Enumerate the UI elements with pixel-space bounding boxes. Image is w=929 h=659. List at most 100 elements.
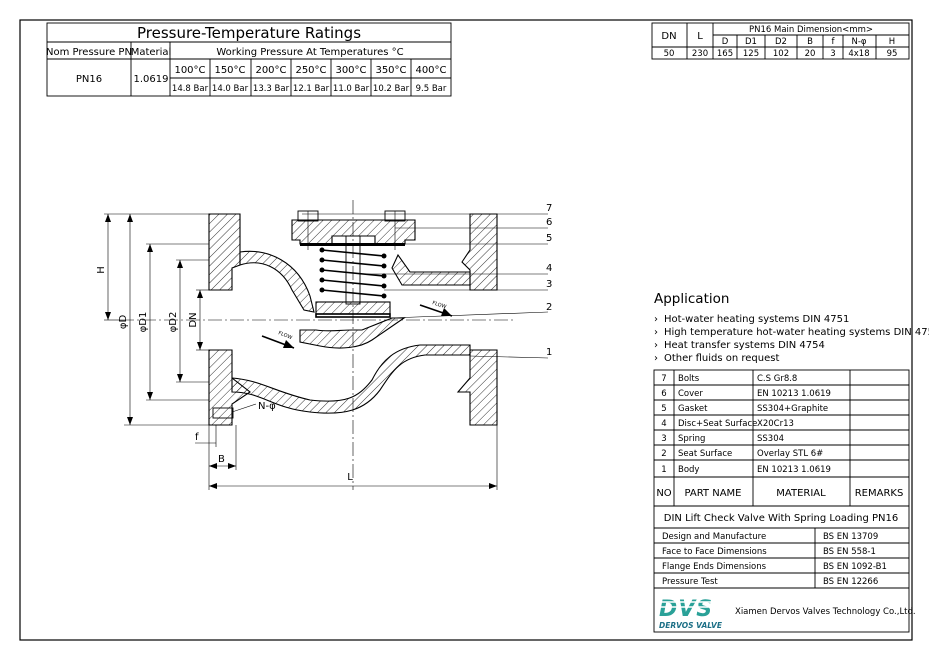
pt-pn-value: PN16 xyxy=(76,74,102,85)
pt-temp-cell: 400°C xyxy=(415,65,446,76)
application-title: Application xyxy=(654,291,729,307)
part-material: SS304+Graphite xyxy=(757,404,828,414)
pt-pressure-cell: 14.0 Bar xyxy=(212,84,249,94)
dim-label-phi-d: φD xyxy=(118,315,129,330)
dim-label-phi-d1: φD1 xyxy=(138,312,149,333)
dim-label-n-phi: N-φ xyxy=(258,401,276,412)
dervos-logo: DVS DERVOS VALVE xyxy=(659,597,723,630)
parts-header-remarks: REMARKS xyxy=(855,488,904,499)
part-no: 5 xyxy=(661,404,666,414)
dimension-table: DN L PN16 Main Dimension<mm> D D1 D2 B f… xyxy=(651,22,910,60)
dim-sub-header: D2 xyxy=(775,37,787,47)
dim-value-cell: 3 xyxy=(830,49,835,59)
pt-pressure-cell: 11.0 Bar xyxy=(333,84,370,94)
dim-sub-header: f xyxy=(832,37,836,47)
dimension-arrowheads xyxy=(105,214,497,489)
dim-value-cell: 125 xyxy=(743,49,759,59)
seat-wall xyxy=(299,317,406,349)
dim-label-f: f xyxy=(195,432,199,443)
dim-value-cell: 50 xyxy=(664,49,675,59)
pt-material-value: 1.0619 xyxy=(134,74,169,85)
disc xyxy=(315,301,391,315)
dim-value-cell: 95 xyxy=(887,49,898,59)
dim-label-h: H xyxy=(96,266,107,274)
dim-sub-header: D xyxy=(722,37,729,47)
application-item: › xyxy=(654,314,658,325)
parts-header-no: NO xyxy=(656,488,671,499)
application-section: Application › Hot-water heating systems … xyxy=(654,291,929,364)
part-name: Cover xyxy=(678,389,703,399)
part-no: 3 xyxy=(661,434,666,444)
pt-temp-cell: 300°C xyxy=(335,65,366,76)
part-material: EN 10213 1.0619 xyxy=(757,465,831,475)
callout-5: 5 xyxy=(546,233,552,244)
spring xyxy=(321,249,385,297)
part-no: 7 xyxy=(661,374,666,384)
application-item-text: Other fluids on request xyxy=(664,353,779,364)
callout-2: 2 xyxy=(546,302,552,313)
sheet-border xyxy=(19,19,913,641)
part-name: Bolts xyxy=(678,374,700,384)
dim-value-cell: 165 xyxy=(717,49,733,59)
part-material: X20Cr13 xyxy=(757,419,794,429)
part-name: Seat Surface xyxy=(678,449,732,459)
part-material: SS304 xyxy=(757,434,784,444)
parts-list-table: 7 Bolts C.S Gr8.8 6 Cover EN 10213 1.061… xyxy=(653,369,910,507)
pt-pressure-cell: 12.1 Bar xyxy=(293,84,330,94)
application-item-text: High temperature hot-water heating syste… xyxy=(664,327,929,338)
flow-arrow-upper: FLOW xyxy=(419,300,453,317)
pressure-temperature-table: Pressure-Temperature Ratings Nom Pressur… xyxy=(46,22,452,97)
svg-text:FLOW: FLOW xyxy=(277,330,293,341)
dim-value-cell: 230 xyxy=(692,49,708,59)
callout-1: 1 xyxy=(546,347,552,358)
pt-pressure-cell: 9.5 Bar xyxy=(416,84,447,94)
application-item: › xyxy=(654,327,658,338)
part-name: Disc+Seat Surface xyxy=(678,419,757,429)
pt-temp-cell: 100°C xyxy=(174,65,205,76)
callout-3: 3 xyxy=(546,279,552,290)
pt-temp-cell: 350°C xyxy=(375,65,406,76)
callout-leaders xyxy=(302,213,549,359)
logo-mark: DVS xyxy=(659,597,713,622)
body-upper-left-wall xyxy=(239,250,315,313)
part-no: 4 xyxy=(661,419,666,429)
dim-label-b: B xyxy=(218,454,225,465)
part-material: C.S Gr8.8 xyxy=(757,374,797,384)
logo-subtitle: DERVOS VALVE xyxy=(659,621,723,630)
parts-header-material: MATERIAL xyxy=(776,488,826,499)
product-title: DIN Lift Check Valve With Spring Loading… xyxy=(664,513,898,524)
part-no: 6 xyxy=(661,389,666,399)
part-name: Gasket xyxy=(678,404,708,414)
dim-sub-header: H xyxy=(889,37,895,47)
spring-coil-sections xyxy=(319,247,387,299)
dim-label-phi-d2: φD2 xyxy=(168,312,179,333)
standard-label: Design and Manufacture xyxy=(662,532,766,542)
dim-label-dn: DN xyxy=(188,312,199,327)
application-item-text: Heat transfer systems DIN 4754 xyxy=(664,340,825,351)
part-no: 1 xyxy=(661,465,666,475)
part-material: Overlay STL 6# xyxy=(757,449,823,459)
dim-dn-header: DN xyxy=(661,31,676,42)
part-no: 2 xyxy=(661,449,666,459)
body-lower-wall xyxy=(231,344,471,414)
pt-temp-cell: 250°C xyxy=(295,65,326,76)
standard-label: Face to Face Dimensions xyxy=(662,547,767,557)
dim-label-l: L xyxy=(347,472,353,483)
parts-header-name: PART NAME xyxy=(684,488,741,499)
pt-table-title: Pressure-Temperature Ratings xyxy=(137,24,361,42)
pt-col-working-pressure: Working Pressure At Temperatures °C xyxy=(216,47,403,58)
dim-sub-header: D1 xyxy=(745,37,757,47)
pt-pressure-cell: 14.8 Bar xyxy=(172,84,209,94)
company-name: Xiamen Dervos Valves Technology Co.,Ltd. xyxy=(735,607,916,617)
pt-pressure-cell: 10.2 Bar xyxy=(373,84,410,94)
application-item: › xyxy=(654,353,658,364)
callout-7: 7 xyxy=(546,203,552,214)
dim-sub-header: N-φ xyxy=(851,37,866,47)
standard-label: Flange Ends Dimensions xyxy=(662,562,767,572)
gasket xyxy=(300,243,405,246)
application-item-text: Hot-water heating systems DIN 4751 xyxy=(664,314,849,325)
cover xyxy=(291,219,416,245)
title-block: DIN Lift Check Valve With Spring Loading… xyxy=(653,505,916,633)
standard-value: BS EN 12266 xyxy=(823,577,878,587)
